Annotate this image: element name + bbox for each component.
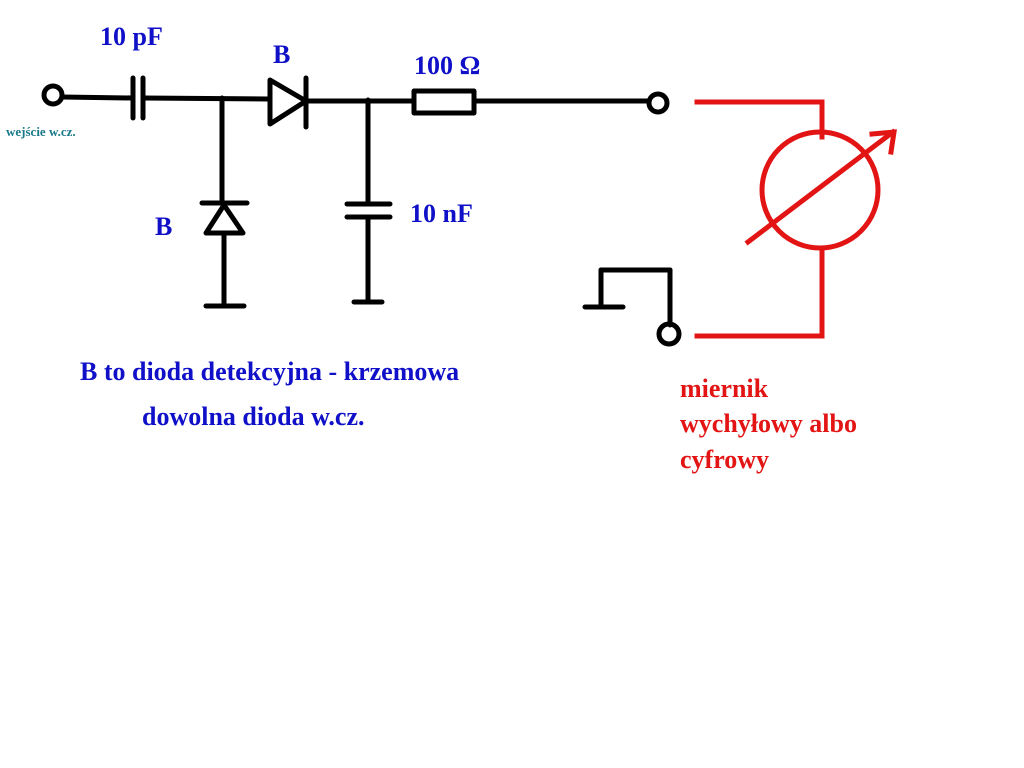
meter-note-line-2: wychyłowy albo (680, 409, 857, 438)
shunt-diode-triangle (203, 202, 246, 236)
resistor-body (411, 88, 477, 116)
input-terminal (41, 83, 65, 107)
output-terminal-bottom (656, 321, 682, 347)
wire-cap-to-diode (140, 95, 271, 102)
meter-wire-top (694, 99, 825, 140)
diode-shunt-label: B (155, 212, 172, 241)
input-label: wejście w.cz. (6, 124, 76, 139)
meter-note-line-1: miernik (680, 374, 769, 403)
cap-shunt-label: 10 nF (410, 199, 473, 228)
output-terminal-top (646, 91, 670, 115)
series-diode-triangle (267, 77, 309, 127)
input-wire (59, 94, 135, 101)
meter-note-line-3: cyfrowy (680, 445, 769, 474)
note-line-2: dowolna dioda w.cz. (142, 402, 365, 431)
cap-series-label: 10 pF (100, 22, 163, 51)
meter-wire-bottom (694, 245, 825, 339)
meter-needle (744, 128, 897, 246)
diode-series-label: B (273, 40, 290, 69)
meter-arrow-head-icon (869, 129, 897, 155)
resistor-label: 100 Ω (414, 51, 480, 80)
note-line-1: B to dioda detekcyjna - krzemowa (80, 357, 459, 386)
